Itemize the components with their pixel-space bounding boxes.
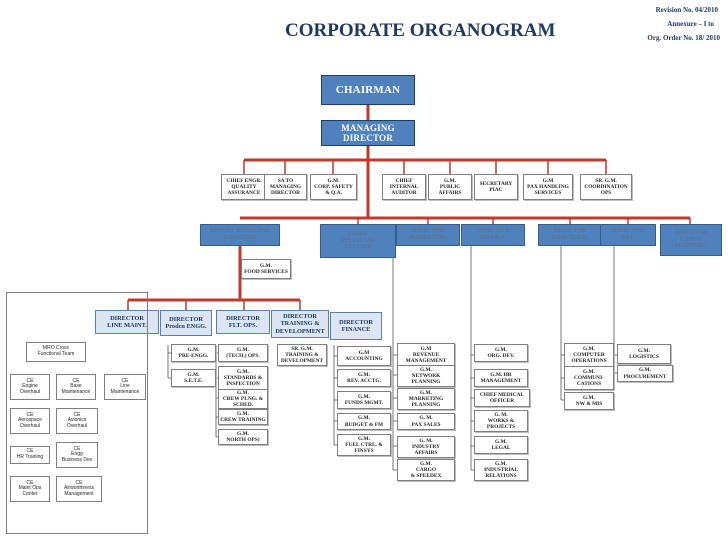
gm-box-org-dev: G.M. ORG. DEV. xyxy=(474,344,528,362)
director-box-it: DIRECTOR INFO. TECH. xyxy=(538,224,602,246)
gm-box-pre-engg: G.M. PRE-ENGG. xyxy=(171,344,216,362)
staff-box-corp-safety: G.M. CORP. SAFETY & Q.A. xyxy=(310,174,357,200)
staff-box-coordination-ops: SR. G.M. COORDINATION OPS xyxy=(580,174,632,200)
gm-box-chief-medical: CHIEF MEDICAL OFFICER xyxy=(474,389,530,407)
gm-box-fuel-control: G.M. FUEL CTRL. & FINSYS xyxy=(337,434,391,456)
gm-box-standards: G.M. STANDARDS & INSPECTION xyxy=(218,366,268,390)
director-box-cfo: CHIEF FINANCIAL OFFICER xyxy=(320,224,396,258)
gm-box-industry-affairs: G. M. INDUSTRY AFFAIRS xyxy=(397,436,455,458)
gm-box-marketing-planning: G.M. MARKETING PLANNING xyxy=(397,388,455,410)
gm-box-legal: G.M. LEGAL xyxy=(474,436,528,454)
gm-box-crew-planning: G.M. CREW PLNG. & SCHED. xyxy=(218,389,268,409)
subdirector-box-flt-ops: DIRECTOR FLT. OPS. xyxy=(216,310,270,334)
gm-box-communications: G.M. COMMUNI- CATIONS xyxy=(564,366,614,390)
gm-box-computer-operations: G.M. COMPUTER OPERATIONS xyxy=(564,343,614,367)
mro-box-airworthiness: CE Airworthiness Management xyxy=(56,476,102,502)
staff-box-secretary-piac: SECRETARY PIAC xyxy=(474,174,518,200)
staff-box-internal-auditor: CHIEF INTERNAL AUDITOR xyxy=(382,174,426,200)
mro-team-header: MRO Cross Functional Team xyxy=(26,342,86,362)
mro-box-hr-training: CE HR Training xyxy=(10,446,50,464)
gm-box-tech-ops: G.M. (TECH.) OPS. xyxy=(218,344,268,362)
chairman-box: CHAIRMAN xyxy=(321,75,415,105)
gm-box-logistics: G.M. LOGISTICS xyxy=(617,344,671,364)
staff-box-pax-handling: G.M PAX HANDLING SERVICES xyxy=(523,174,573,200)
mro-team-frame xyxy=(6,292,148,534)
director-box-marketing: DIRECTOR MARKETING xyxy=(396,224,460,246)
subdirector-box-training: DIRECTOR TRAINING & DEVELOPMENT xyxy=(271,310,329,338)
gm-box-funds-mgmt: G.M. FUNDS MGMT. xyxy=(337,391,391,409)
director-box-deputy-md: DEPUTY MANAGING DIRECTOR xyxy=(200,224,280,246)
director-box-hra: DIRECTOR HRA & C xyxy=(461,224,525,246)
gm-box-nw-mis: G.M. NW & MIS xyxy=(564,392,614,410)
mro-box-engine-overhaul: CE Engine Overhaul xyxy=(10,374,50,400)
subdirector-box-line-maint: DIRECTOR LINE MAINT. xyxy=(95,310,159,334)
annexure-label: Annexure – I to xyxy=(667,20,714,28)
gm-box-network-planning: G.M. NETWORK PLANNING xyxy=(397,365,455,387)
gm-box-revenue-management: G.M REVENUE MANAGEMENT xyxy=(397,343,455,367)
mro-box-engg-business-dev: CE Engg Business Dev xyxy=(56,442,98,468)
gm-box-procurement: G.M. PROCUREMENT xyxy=(617,365,673,382)
mro-box-maint-ops-center: CE Maint Ops Center xyxy=(10,476,50,502)
gm-box-training-development: SR. G.M. TRAINING & DEVELOPMENT xyxy=(277,344,327,366)
gm-box-cargo-speedex: G.M. CARGO & SPEEDEX xyxy=(397,459,455,481)
staff-box-qa: CHIEF ENGR. QUALITY ASSURANCE xyxy=(221,174,267,200)
gm-box-rev-acctg: G.M. REV. ACCTG. xyxy=(337,369,391,387)
gm-box-north-ops: G.M. NORTH OPS) xyxy=(218,429,268,445)
gm-box-accounting: G.M ACCOUNTING xyxy=(337,346,391,366)
gm-box-works-projects: G. M. WORKS & PROJECTS xyxy=(474,410,528,432)
subdirector-box-prodcn-engg: DIRECTOR Prodcn ENGG. xyxy=(160,310,212,336)
food-services-box: G.M. FOOD SERVICES xyxy=(241,259,291,279)
gm-box-industrial-relations: G.M. INDUSTRIAL RELATIONS xyxy=(474,459,528,481)
gm-box-pax-sales: G. M. PAX SALES xyxy=(397,413,455,430)
staff-box-sa-md: SA TO MANAGING DIRECTOR xyxy=(264,174,307,200)
mro-box-base-maintenance: CE Base Maintenance xyxy=(56,374,96,400)
gm-box-budget: G.M. BUDGET & FM xyxy=(337,413,391,430)
org-order-number: Org. Order No. 18/ 2010 xyxy=(647,34,720,42)
mro-box-line-maintenance: CE Line Maintenance xyxy=(104,374,146,400)
managing-director-box: MANAGING DIRECTOR xyxy=(321,120,415,146)
subdirector-box-finance: DIRECTOR FINANCE xyxy=(330,312,382,340)
mro-box-avionics-overhaul: CE Avionics Overhaul xyxy=(56,408,98,434)
chart-title: CORPORATE ORGANOGRAM xyxy=(285,20,556,41)
gm-box-sete: G.M. S.E.T.E. xyxy=(171,369,216,387)
staff-box-public-affairs: G.M. PUBLIC AFFAIRS xyxy=(428,174,472,200)
director-box-pl: DIRECTOR P&L xyxy=(600,224,656,246)
mro-box-aerospace-overhaul: CE Aerospace Overhaul xyxy=(10,408,50,434)
revision-number: Revision No. 04/2010 xyxy=(655,6,718,14)
gm-box-hr-management: G.M. HR MANAGEMENT xyxy=(474,369,528,387)
gm-box-crew-training: G.M. CREW TRAINING xyxy=(218,409,268,425)
director-box-cargo-planning: DIRECTOR CARGO PLANNING xyxy=(660,224,722,256)
